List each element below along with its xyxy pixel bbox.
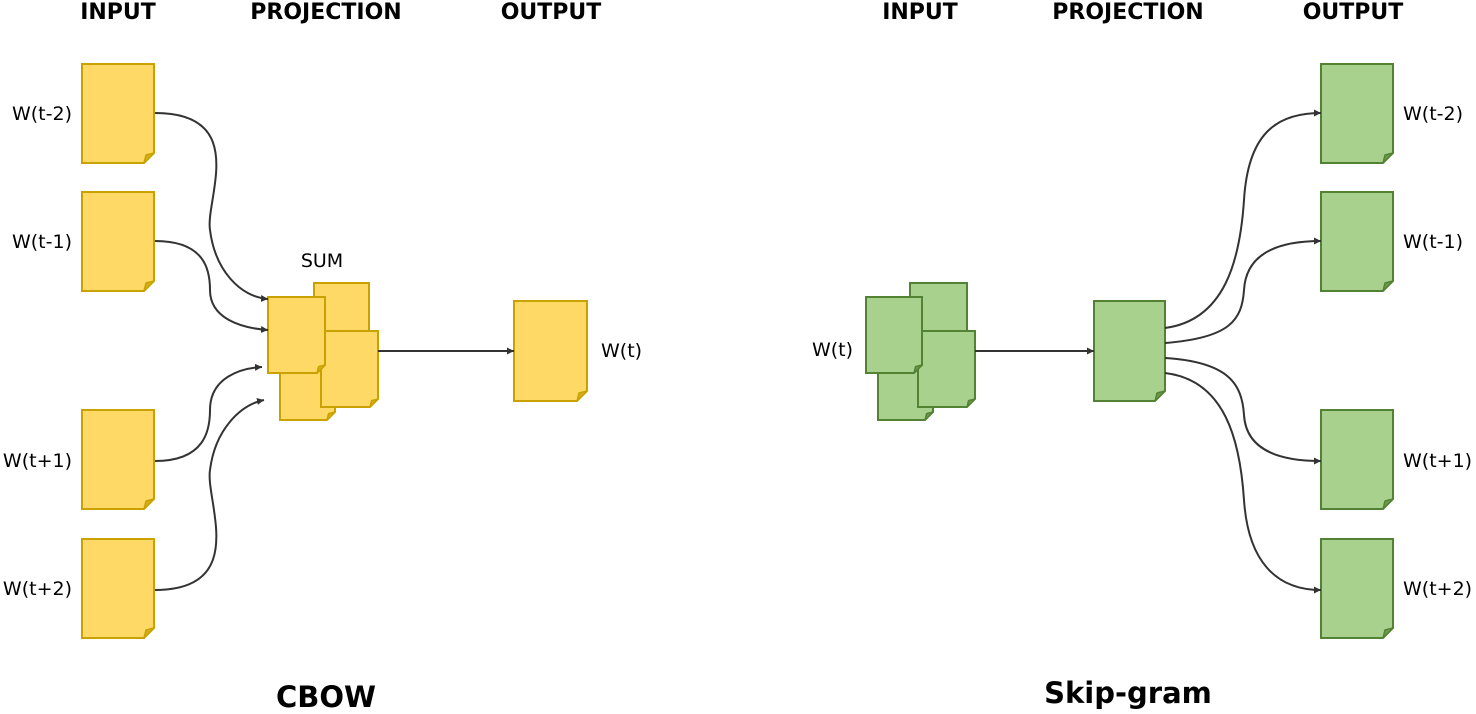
document-body xyxy=(513,300,588,402)
skipgram-input-label: W(t) xyxy=(812,339,853,361)
cbow-projection-header: PROJECTION xyxy=(250,0,401,25)
skipgram-input-doc xyxy=(917,330,976,408)
skipgram-output-doc-4 xyxy=(1320,538,1394,639)
document-body xyxy=(81,191,155,292)
document-fold xyxy=(143,280,155,292)
cbow-input-header: INPUT xyxy=(80,0,156,25)
document-fold xyxy=(369,398,379,408)
skipgram-arrow-output-2 xyxy=(1164,237,1322,344)
cbow-output-doc xyxy=(513,300,588,402)
document-body xyxy=(917,330,976,408)
cbow-sum-label: SUM xyxy=(301,250,343,272)
cbow-input-label-2: W(t-1) xyxy=(12,231,72,253)
document-body xyxy=(1320,409,1394,510)
cbow-input-label-1: W(t-2) xyxy=(12,103,72,125)
document-body xyxy=(1093,300,1166,402)
skipgram-arrow-output-1 xyxy=(1164,109,1322,329)
cbow-output-header: OUTPUT xyxy=(501,0,602,25)
document-fold xyxy=(143,627,155,639)
document-fold xyxy=(1382,627,1394,639)
skipgram-input-header: INPUT xyxy=(882,0,958,25)
skipgram-input-doc xyxy=(865,296,923,374)
document-body xyxy=(81,409,155,510)
cbow-input-doc-2 xyxy=(81,191,155,292)
cbow-input-doc-3 xyxy=(81,409,155,510)
document-fold xyxy=(1382,152,1394,164)
document-body xyxy=(267,296,326,374)
cbow-input-label-3: W(t+1) xyxy=(3,450,72,472)
document-body xyxy=(1320,191,1394,292)
skipgram-input-stack xyxy=(865,282,976,421)
document-fold xyxy=(1154,390,1166,402)
document-fold xyxy=(316,364,326,374)
cbow-title: CBOW xyxy=(276,680,376,714)
cbow-projection-doc xyxy=(320,330,379,408)
skipgram-arrow-output-4 xyxy=(1164,372,1322,594)
skipgram-projection-doc xyxy=(1093,300,1166,402)
cbow-panel: INPUT PROJECTION OUTPUT W(t-2) W(t-1) W(… xyxy=(3,0,642,714)
skipgram-output-doc-2 xyxy=(1320,191,1394,292)
skipgram-output-label-3: W(t+1) xyxy=(1403,450,1472,472)
skipgram-arrow-output-3 xyxy=(1164,357,1322,465)
document-fold xyxy=(143,498,155,510)
document-body xyxy=(81,538,155,639)
cbow-input-doc-1 xyxy=(81,63,155,164)
document-fold xyxy=(1382,280,1394,292)
skipgram-output-label-2: W(t-1) xyxy=(1403,231,1463,253)
skipgram-panel: INPUT PROJECTION OUTPUT W(t) W(t-2) W(t-… xyxy=(812,0,1472,710)
document-fold xyxy=(966,398,976,408)
skipgram-output-doc-3 xyxy=(1320,409,1394,510)
skipgram-title: Skip-gram xyxy=(1044,676,1212,710)
skipgram-output-label-1: W(t-2) xyxy=(1403,103,1463,125)
skipgram-output-header: OUTPUT xyxy=(1303,0,1404,25)
cbow-arrow-input-2 xyxy=(154,240,269,333)
cbow-input-label-4: W(t+2) xyxy=(3,578,72,600)
document-fold xyxy=(913,364,923,374)
document-fold xyxy=(143,152,155,164)
cbow-projection-stack xyxy=(267,282,379,421)
document-body xyxy=(865,296,923,374)
document-body xyxy=(1320,63,1394,164)
document-fold xyxy=(576,390,588,402)
cbow-output-label: W(t) xyxy=(601,340,642,362)
document-fold xyxy=(924,411,934,421)
cbow-arrow-input-1 xyxy=(154,112,269,302)
skipgram-projection-header: PROJECTION xyxy=(1052,0,1203,25)
cbow-input-doc-4 xyxy=(81,538,155,639)
cbow-arrow-input-4 xyxy=(154,398,265,591)
document-body xyxy=(81,63,155,164)
document-fold xyxy=(1382,498,1394,510)
document-body xyxy=(1320,538,1394,639)
skipgram-output-doc-1 xyxy=(1320,63,1394,164)
skipgram-output-label-4: W(t+2) xyxy=(1403,578,1472,600)
document-fold xyxy=(326,411,336,421)
cbow-projection-doc xyxy=(267,296,326,374)
cbow-arrow-input-3 xyxy=(154,363,263,462)
document-body xyxy=(320,330,379,408)
